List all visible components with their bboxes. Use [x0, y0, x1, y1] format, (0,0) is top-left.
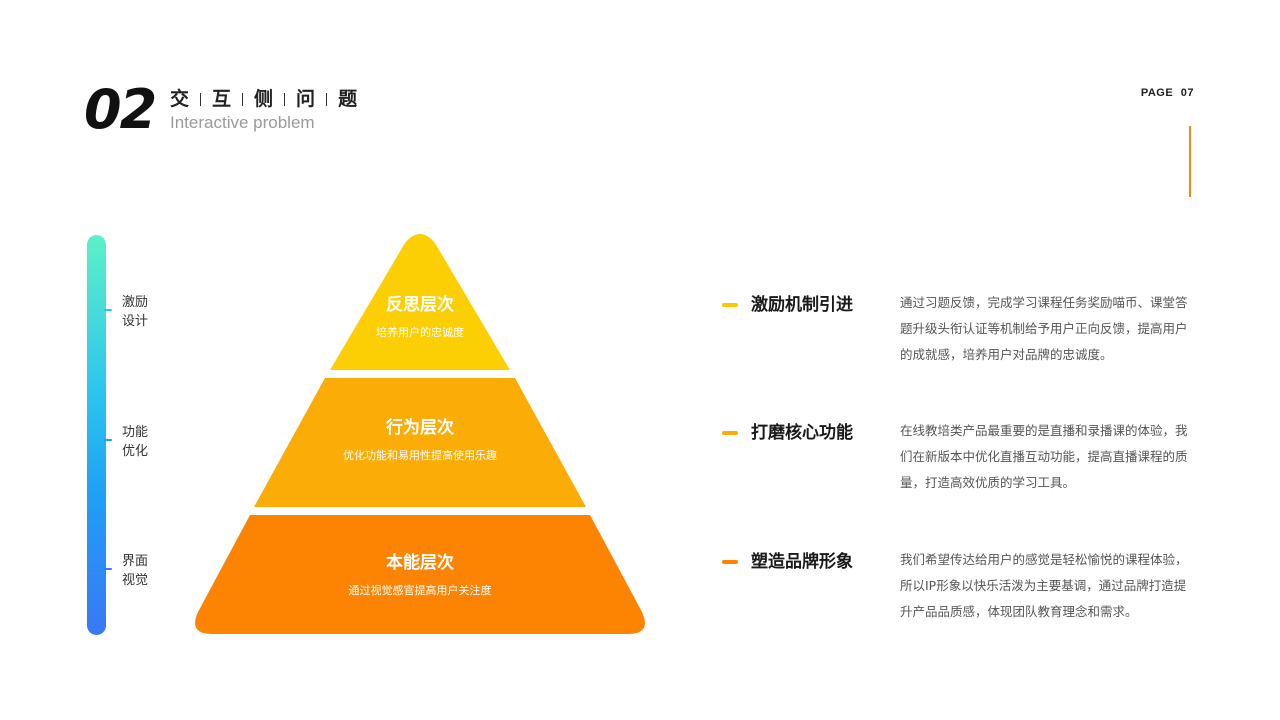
axis-tick	[104, 439, 112, 441]
pyramid-tier-top	[330, 234, 510, 370]
tier-subtitle-behavioral: 优化功能和易用性提高使用乐趣	[343, 449, 497, 462]
page-number: 07	[1180, 87, 1194, 99]
item-title-incentive: 激励机制引进	[751, 295, 853, 315]
title-separator	[242, 92, 244, 106]
axis-label-visual: 界面 视觉	[122, 552, 162, 590]
item-dash-marker	[722, 431, 738, 435]
tier-title-behavioral: 行为层次	[386, 418, 454, 438]
tier-title-reflective: 反思层次	[386, 295, 454, 315]
pyramid-tier-middle	[254, 378, 586, 507]
item-description-core-function: 在线教培类产品最重要的是直播和录播课的体验，我们在新版本中优化直播互动功能，提高…	[900, 423, 1188, 490]
axis-tick	[104, 568, 112, 570]
section-number: 02	[84, 78, 157, 141]
axis-label-line: 激励	[122, 295, 149, 310]
title-separator	[200, 92, 202, 106]
page-subtitle: Interactive problem	[170, 113, 315, 132]
page-label-text: PAGE	[1140, 87, 1174, 99]
title-char: 问	[296, 88, 316, 110]
title-separator	[326, 92, 328, 106]
tier-subtitle-reflective: 培养用户的忠诚度	[376, 326, 464, 339]
gradient-axis-bar	[87, 235, 106, 635]
tier-title-visceral: 本能层次	[386, 553, 454, 573]
page-indicator: PAGE 07	[1141, 87, 1194, 99]
item-dash-marker	[722, 560, 738, 564]
axis-label-line: 设计	[122, 314, 149, 329]
title-char: 侧	[254, 88, 274, 110]
axis-label-line: 视觉	[122, 573, 149, 588]
axis-tick	[104, 309, 112, 311]
title-char: 题	[338, 88, 358, 110]
item-dash-marker	[722, 303, 738, 307]
page-title: 交 互 侧 问 题	[170, 86, 357, 112]
tier-subtitle-visceral: 通过视觉感官提高用户关注度	[348, 584, 492, 597]
item-title-brand: 塑造品牌形象	[751, 552, 853, 572]
axis-label-function: 功能 优化	[122, 423, 162, 461]
axis-label-line: 功能	[122, 425, 149, 440]
title-char: 互	[212, 88, 232, 110]
axis-label-line: 界面	[122, 554, 149, 569]
item-title-core-function: 打磨核心功能	[751, 423, 853, 443]
axis-label-line: 优化	[122, 444, 149, 459]
axis-label-incentive: 激励 设计	[122, 293, 162, 331]
title-char: 交	[170, 88, 190, 110]
item-description-brand: 我们希望传达给用户的感觉是轻松愉悦的课程体验，所以IP形象以快乐活泼为主要基调，…	[900, 552, 1188, 619]
pyramid-tier-bottom	[195, 515, 645, 634]
title-separator	[284, 92, 286, 106]
page-accent-line	[1189, 126, 1191, 197]
item-description-incentive: 通过习题反馈，完成学习课程任务奖励喵币、课堂答题升级头衔认证等机制给予用户正向反…	[900, 295, 1188, 362]
